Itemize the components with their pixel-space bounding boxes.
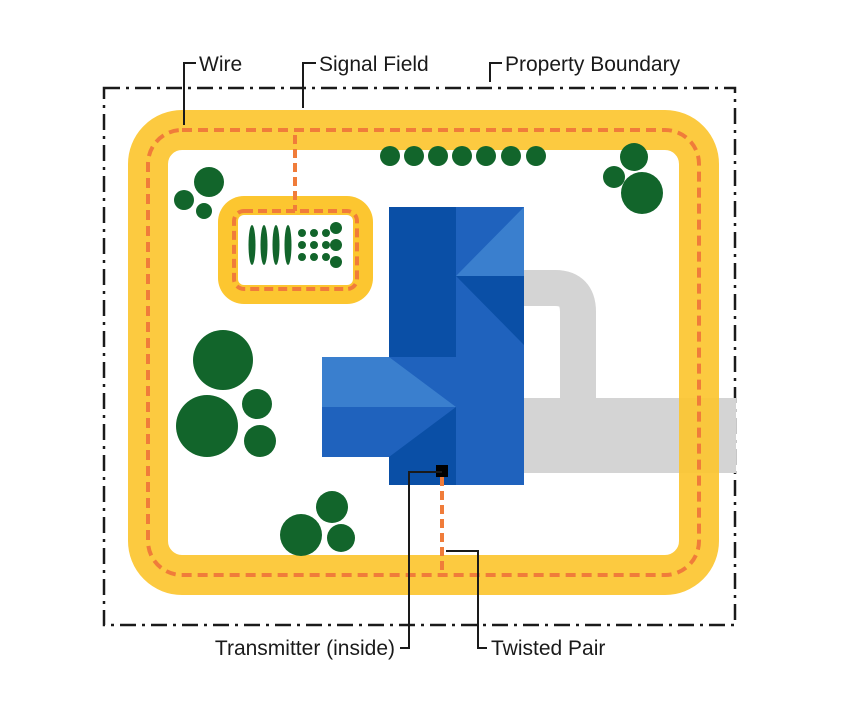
- tree: [404, 146, 424, 166]
- tree: [242, 389, 272, 419]
- boundary-wire: [146, 128, 701, 577]
- tree: [621, 172, 663, 214]
- trees: [174, 143, 663, 556]
- transmitter-label: Transmitter (inside): [215, 637, 395, 660]
- garden-plants: [248, 222, 342, 268]
- tree: [193, 330, 253, 390]
- tree: [194, 167, 224, 197]
- tree: [501, 146, 521, 166]
- tree: [176, 395, 238, 457]
- tree: [196, 203, 212, 219]
- tree: [428, 146, 448, 166]
- tree: [244, 425, 276, 457]
- tree: [316, 491, 348, 523]
- property-boundary-line: [102, 86, 737, 627]
- property-boundary-label: Property Boundary: [505, 53, 681, 76]
- tree: [327, 524, 355, 552]
- garden-enclosure: [218, 135, 373, 304]
- house: [322, 207, 524, 485]
- tree: [620, 143, 648, 171]
- tree: [380, 146, 400, 166]
- tree: [476, 146, 496, 166]
- callout-lines: [183, 62, 502, 649]
- tree: [452, 146, 472, 166]
- tree: [174, 190, 194, 210]
- garden-wire: [232, 209, 359, 291]
- tree: [280, 514, 322, 556]
- wire-label: Wire: [199, 53, 242, 76]
- tree: [526, 146, 546, 166]
- twisted-pair-label: Twisted Pair: [491, 637, 605, 660]
- signal-field-label: Signal Field: [319, 53, 429, 76]
- tree: [603, 166, 625, 188]
